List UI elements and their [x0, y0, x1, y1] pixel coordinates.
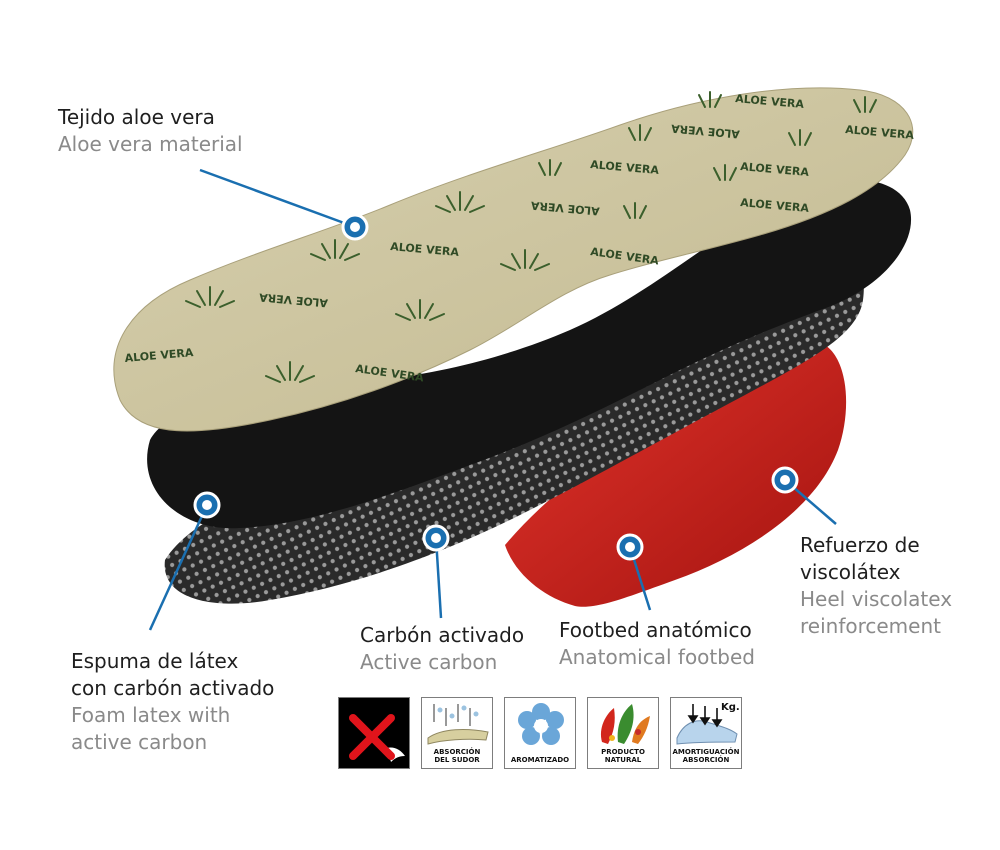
label-anatomical-footbed: Footbed anatómico Anatomical footbed: [559, 617, 755, 671]
label-en: Heel viscolatex: [800, 587, 953, 611]
anatomical-footbed-layer: [505, 340, 847, 607]
label-es: Carbón activado: [360, 623, 525, 647]
active-carbon-layer: [164, 252, 864, 604]
label-en: Active carbon: [360, 650, 498, 674]
badge-cushioning: Kg. AMORTIGUACIÓN ABSORCIÓN: [670, 697, 742, 769]
badge-caption-line2: DEL SUDOR: [434, 756, 480, 764]
print-text: ALOE VERA: [124, 346, 194, 365]
badge-no-odor: [338, 697, 410, 769]
label-es-line2: viscolátex: [800, 560, 901, 584]
print-text: ALOE VERA: [845, 123, 915, 142]
aloe-vera-layer: [113, 87, 914, 432]
badge-scented: AROMATIZADO: [504, 697, 576, 769]
label-en: Aloe vera material: [58, 132, 243, 156]
print-text: ALOE VERA: [735, 92, 805, 111]
badge-sweat-absorption: ABSORCIÓN DEL SUDOR: [421, 697, 493, 769]
badge-caption-line2: NATURAL: [604, 756, 642, 764]
label-aloe-vera: Tejido aloe vera Aloe vera material: [58, 104, 243, 158]
print-text: ALOE VERA: [740, 160, 810, 179]
label-es: Espuma de látex: [71, 649, 239, 673]
label-es: Footbed anatómico: [559, 618, 752, 642]
label-heel-reinforcement: Refuerzo de viscolátex Heel viscolatex r…: [800, 532, 952, 640]
badge-caption-line2: ABSORCIÓN: [682, 756, 730, 764]
badge-caption: AROMATIZADO: [510, 756, 570, 764]
callout-line-aloe: [199, 168, 356, 229]
label-en: Foam latex with: [71, 703, 231, 727]
sweat-absorption-icon: [427, 704, 489, 745]
badge-caption: AMORTIGUACIÓN: [672, 748, 740, 756]
latex-foam-layer: [147, 179, 912, 529]
label-active-carbon: Carbón activado Active carbon: [360, 622, 524, 676]
badge-caption: ABSORCIÓN: [433, 748, 481, 756]
flower-icon: [518, 703, 564, 745]
callout-line-latex: [148, 504, 209, 631]
label-en: Anatomical footbed: [559, 645, 755, 669]
print-text: ALOE VERA: [590, 158, 660, 177]
print-text: ALOE VERA: [740, 196, 810, 215]
label-es-line2: con carbón activado: [71, 676, 275, 700]
no-odor-icon: [339, 698, 409, 768]
label-latex-foam: Espuma de látex con carbón activado Foam…: [71, 648, 274, 756]
label-en-line2: reinforcement: [800, 614, 941, 638]
print-text: ALOE VERA: [530, 199, 600, 218]
callout-markers: [193, 213, 799, 561]
natural-product-icon: [600, 704, 650, 744]
weight-label: Kg.: [721, 702, 740, 713]
badge-caption: PRODUCTO: [601, 748, 645, 756]
cushioning-icon: Kg.: [676, 702, 740, 745]
print-text: ALOE VERA: [258, 290, 328, 309]
label-es: Tejido aloe vera: [58, 105, 215, 129]
print-text: ALOE VERA: [670, 122, 740, 141]
badge-natural-product: PRODUCTO NATURAL: [587, 697, 659, 769]
print-text: ALOE VERA: [390, 240, 460, 259]
label-en-line2: active carbon: [71, 730, 208, 754]
label-es: Refuerzo de: [800, 533, 920, 557]
